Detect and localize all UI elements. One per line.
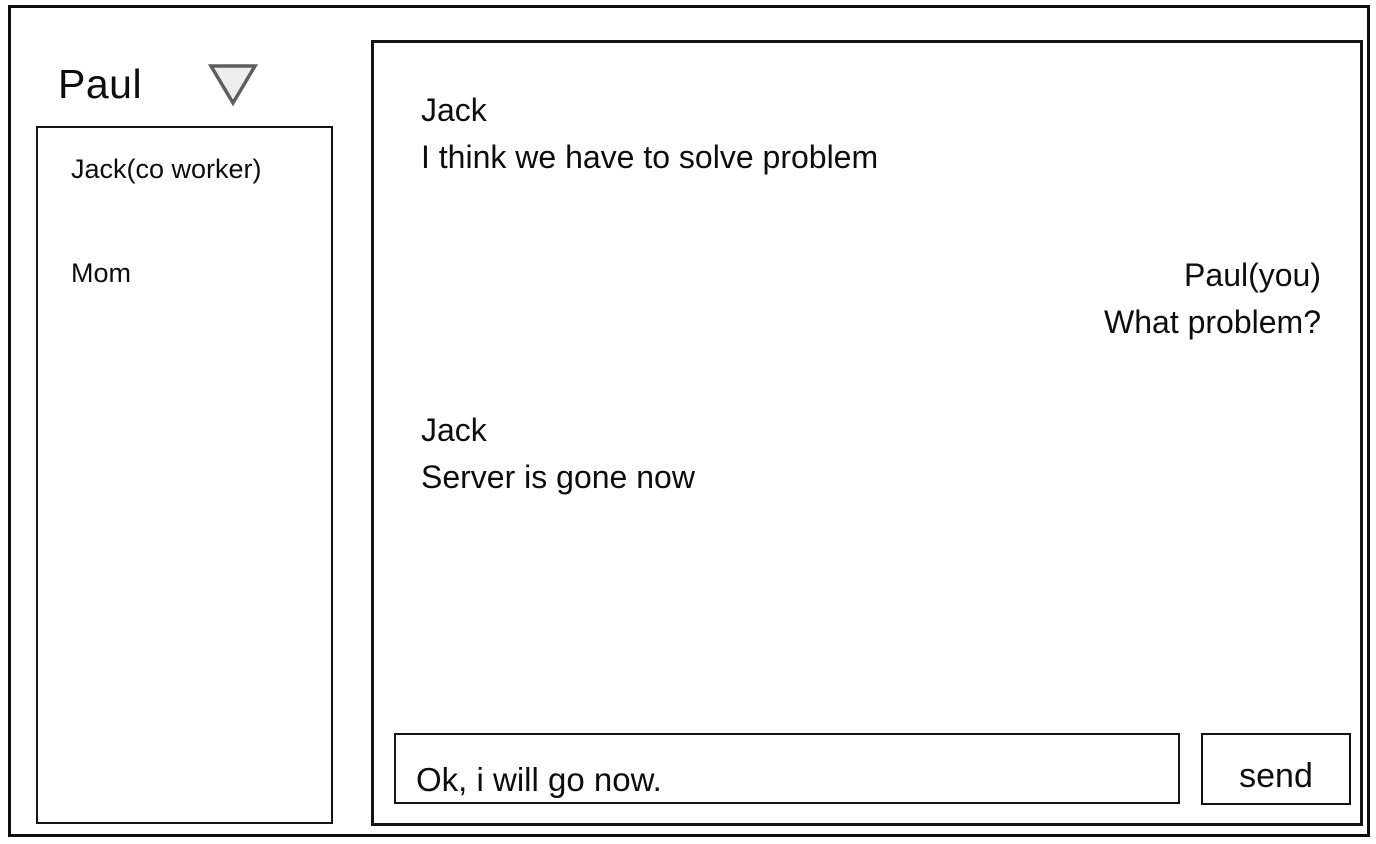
- contact-item-jack[interactable]: Jack(co worker): [71, 154, 262, 184]
- send-button[interactable]: send: [1201, 733, 1351, 805]
- message: Jack I think we have to solve problem: [421, 87, 878, 181]
- contact-list: Jack(co worker) Mom: [36, 126, 333, 824]
- dropdown-triangle-icon[interactable]: [206, 60, 260, 108]
- message-text: Server is gone now: [421, 459, 695, 495]
- user-dropdown[interactable]: Paul: [58, 58, 298, 110]
- message-sender: Jack: [421, 92, 487, 128]
- chat-panel: Jack I think we have to solve problem Pa…: [371, 40, 1363, 826]
- message-sender: Paul(you): [1184, 257, 1321, 293]
- message-sender: Jack: [421, 412, 487, 448]
- app-window-frame: Paul Jack(co worker) Mom Jack I think we…: [8, 5, 1370, 837]
- contact-item-mom[interactable]: Mom: [71, 258, 131, 288]
- message: Paul(you) What problem?: [1104, 252, 1321, 346]
- message-text: What problem?: [1104, 304, 1321, 340]
- message-text: I think we have to solve problem: [421, 139, 879, 175]
- message-input[interactable]: [394, 733, 1180, 804]
- current-user-name: Paul: [58, 61, 143, 107]
- message: Jack Server is gone now: [421, 407, 695, 501]
